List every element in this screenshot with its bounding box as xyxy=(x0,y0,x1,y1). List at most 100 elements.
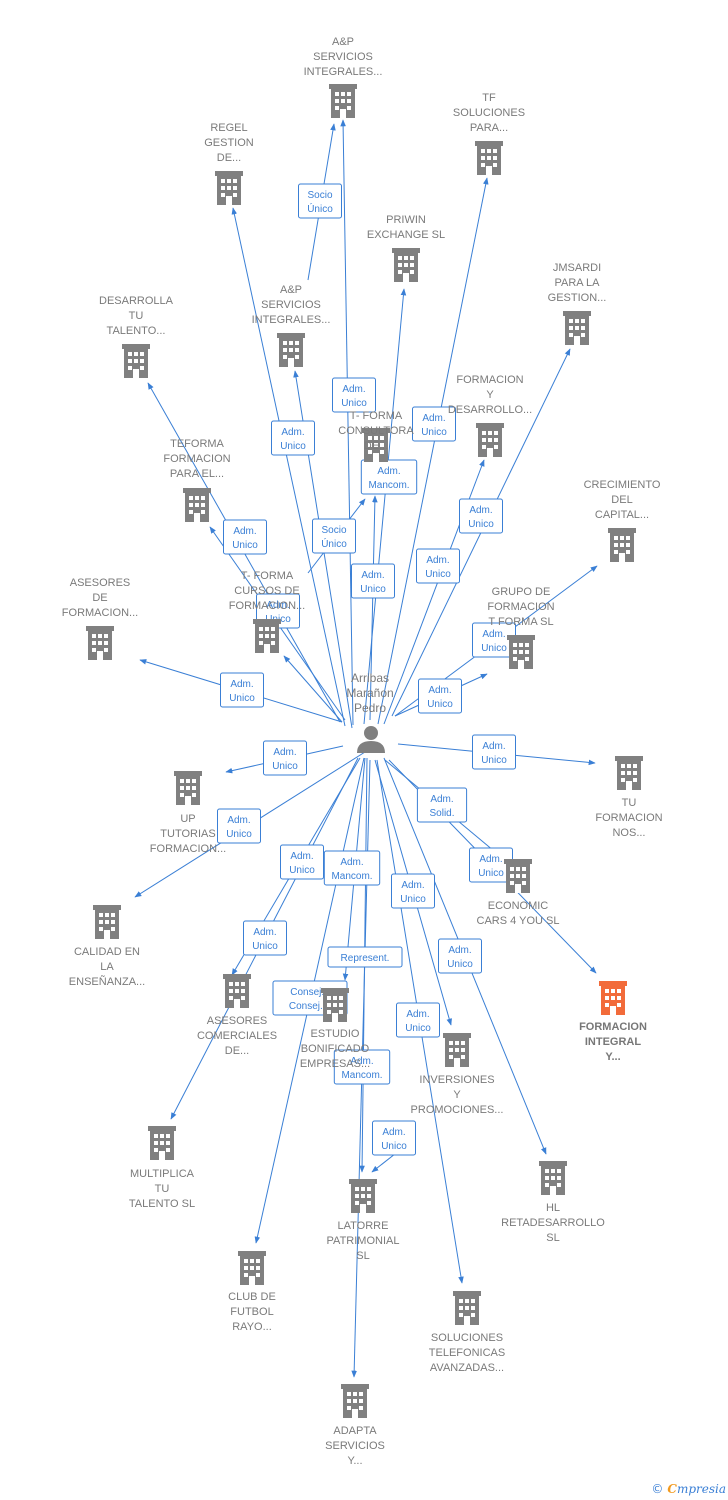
edge-label-text: Socio xyxy=(321,525,346,536)
edge-label-grupo[interactable]: Adm.Unico xyxy=(418,678,462,714)
edge-label-formacion_integral[interactable]: Adm. Unico xyxy=(469,847,513,883)
edge-label-jmsardi[interactable]: Adm.Unico xyxy=(459,498,503,534)
edge-label-text: Unico xyxy=(427,699,453,710)
edge-label-text: Adm. xyxy=(479,854,502,865)
edge-label-text: Unico xyxy=(421,427,447,438)
edge-label-latorre[interactable]: Adm.Unico xyxy=(372,1120,416,1156)
edge-person-to-tf xyxy=(377,177,489,725)
building-icon xyxy=(238,1251,266,1285)
edge-person-to-tforma_cursos xyxy=(283,655,343,723)
building-icon xyxy=(507,635,535,669)
edge-label-priwin[interactable]: Adm.Mancom. xyxy=(360,459,418,495)
edge-label-text: Unico xyxy=(478,868,504,879)
edge-label-regel[interactable]: Adm.Unico xyxy=(271,420,315,456)
edge-label-text: Adm. xyxy=(377,466,400,477)
building-icon xyxy=(504,859,532,893)
edge-label-text: Adm. xyxy=(469,505,492,516)
building-icon xyxy=(122,344,150,378)
edge-label-text: Unico xyxy=(341,398,367,409)
edge-label-tforma_consultora[interactable]: Adm.Unico xyxy=(351,563,395,599)
edge-label-text: Adm. xyxy=(482,741,505,752)
edge-label-tu_formacion[interactable]: Adm.Unico xyxy=(472,734,516,770)
edge-label-soluciones[interactable]: Adm.Unico xyxy=(396,1002,440,1038)
edge-label-tf[interactable]: Adm.Unico xyxy=(412,406,456,442)
edge-label-ap1[interactable]: Adm.Unico xyxy=(332,377,376,413)
edge-label-text: Unico xyxy=(447,959,473,970)
edge-label-text: Adm. xyxy=(340,857,363,868)
edge-label-up[interactable]: Adm.Unico xyxy=(263,740,307,776)
building-icon xyxy=(453,1291,481,1325)
edge-label-inversiones[interactable]: Adm.Unico xyxy=(391,873,435,909)
edge-label-calidad[interactable]: Adm.Unico xyxy=(217,808,261,844)
edge-person-to-priwin xyxy=(363,288,407,725)
footer-brand: ©Cmpresia xyxy=(651,1482,726,1496)
brand-logo: Cmpresia xyxy=(667,1482,726,1496)
edge-label-teforma[interactable]: Adm.Unico xyxy=(223,519,267,555)
edge-label-text: Adm. xyxy=(233,526,256,537)
edge-label-latorre[interactable]: Represent. xyxy=(327,946,403,968)
edge-label-text: Unico xyxy=(400,894,426,905)
edge-labels-layer: Adm.UnicoSocioÚnicoAdm.UnicoAdm.UnicoAdm… xyxy=(217,183,516,1156)
edge-label-text: Adm. xyxy=(448,945,471,956)
edge-label-estudio[interactable]: Adm.Mancom. xyxy=(323,850,381,886)
edge-label-crecimiento[interactable]: Adm.Unico xyxy=(472,622,516,658)
edge-label-hl[interactable]: Adm. Unico xyxy=(438,938,482,974)
edge-label-adapta[interactable]: Adm.Mancom. xyxy=(333,1049,391,1085)
edge-label-text: Represent. xyxy=(341,953,390,964)
edge-label-asesores_formacion[interactable]: Adm.Unico xyxy=(220,672,264,708)
edge-label-text: Adm. xyxy=(482,629,505,640)
edge-label-text: Consej. , xyxy=(290,987,329,998)
edge-person-to-ap1 xyxy=(340,119,354,726)
edge-label-formacion_desarrollo[interactable]: Adm.Unico xyxy=(416,548,460,584)
edge-label-text: Adm. xyxy=(230,679,253,690)
edge-label-economic[interactable]: Adm.Solid. xyxy=(416,787,468,823)
edge-label-multiplica[interactable]: Adm.Unico xyxy=(280,844,324,880)
edge-label-asesores_comerciales[interactable]: Adm.Unico xyxy=(243,920,287,956)
